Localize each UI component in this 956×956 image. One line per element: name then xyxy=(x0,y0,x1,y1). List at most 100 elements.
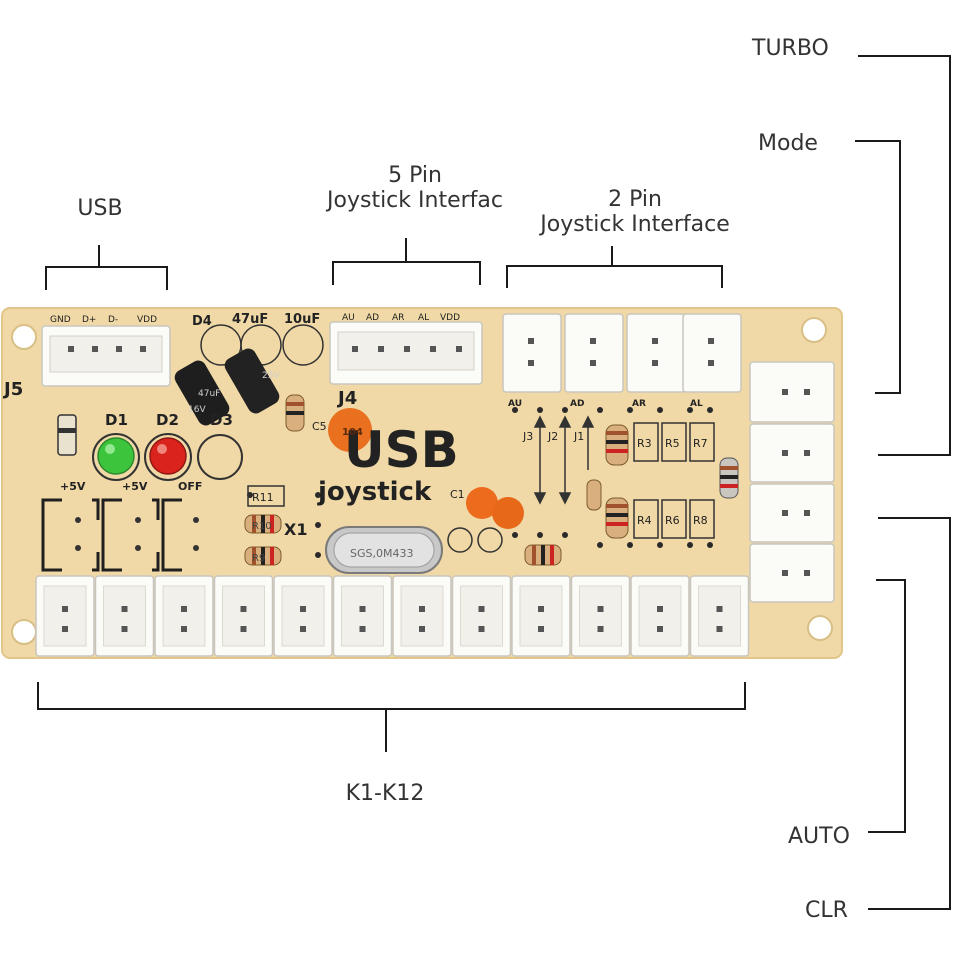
key-connector-pin xyxy=(538,626,544,632)
five-pin-callout: 5 Pin Joystick Interfac xyxy=(300,163,530,214)
key-connector-housing xyxy=(222,585,265,647)
key-connector-pin xyxy=(419,606,425,612)
callout-lines xyxy=(37,55,951,910)
jumper-arrows xyxy=(533,415,595,505)
joy-pin-label: AR xyxy=(392,313,404,323)
jumper-label: J1 xyxy=(573,430,584,443)
key-connector-pin xyxy=(419,626,425,632)
key-connector-pin xyxy=(181,606,187,612)
resistor-label: R8 xyxy=(693,514,708,527)
diode-label: D4 xyxy=(192,314,212,329)
resistor-label: R10 xyxy=(252,521,272,532)
switch-label: OFF xyxy=(178,480,202,493)
two-pin-callout-line1: 2 Pin xyxy=(608,187,662,212)
key-connector-housing xyxy=(698,585,741,647)
two-pin-callout: 2 Pin Joystick Interface xyxy=(530,187,740,238)
diode-small xyxy=(57,414,77,456)
key-connector-housing xyxy=(400,585,444,647)
joy-pin-label: AD xyxy=(366,313,379,323)
dir-label: AD xyxy=(570,399,584,409)
resistor-label: R11 xyxy=(252,491,274,504)
key-connector-pin xyxy=(716,606,723,612)
key-connector-housing xyxy=(638,585,682,647)
clr-callout: CLR xyxy=(805,898,848,923)
resistor-label: R4 xyxy=(637,514,652,527)
led-red xyxy=(149,437,187,475)
five-pin-connector xyxy=(329,321,483,385)
clr-line xyxy=(868,517,951,910)
keys-bracket xyxy=(37,682,746,752)
key-connector-housing xyxy=(341,585,384,647)
switch-pins xyxy=(75,517,199,551)
board-title: USB xyxy=(344,421,459,479)
diode-label: D2 xyxy=(156,411,179,429)
resistor-label: R6 xyxy=(665,514,680,527)
c5-label: C5 xyxy=(312,420,327,433)
resistor-outlines xyxy=(247,422,715,539)
key-connector-pin xyxy=(300,606,306,612)
key-connector-pin xyxy=(597,606,604,612)
via-dots xyxy=(247,407,713,558)
mounting-hole xyxy=(807,615,833,641)
turbo-line xyxy=(858,55,951,456)
key-connector-pin xyxy=(657,606,663,612)
x1-label: X1 xyxy=(284,520,307,539)
resistor-label: R7 xyxy=(693,437,708,450)
cap-sleeve-text: 16V xyxy=(188,405,206,415)
auto-line xyxy=(868,579,906,833)
cap-sleeve-text: 25V xyxy=(262,371,280,381)
cap-label: 10uF xyxy=(284,312,320,327)
key-connectors xyxy=(35,575,750,657)
key-connector-pin xyxy=(597,626,604,632)
dir-label: AU xyxy=(508,399,522,409)
five-pin-callout-line1: 5 Pin xyxy=(388,163,442,188)
usb-connector xyxy=(41,325,171,387)
joy-pin-label: AU xyxy=(342,313,355,323)
usb-bracket xyxy=(45,245,168,290)
key-connector-housing xyxy=(519,585,563,647)
two-pin-bracket xyxy=(506,246,723,288)
diode-label: D3 xyxy=(210,411,233,429)
ceramic-capacitors xyxy=(328,408,524,553)
key-connector-housing xyxy=(162,585,206,647)
mounting-hole xyxy=(11,324,37,350)
key-connector-housing xyxy=(281,585,325,647)
jumper-label: J2 xyxy=(547,430,558,443)
key-connector-housing xyxy=(460,585,503,647)
two-pin-connectors xyxy=(502,313,742,393)
usb-pin-label: GND xyxy=(50,315,71,325)
usb-pin-label: D- xyxy=(108,315,118,325)
cap-code: 104 xyxy=(342,427,363,438)
cap-label: 47uF xyxy=(232,312,268,327)
key-connector-housing xyxy=(579,585,622,647)
key-connector-pin xyxy=(240,606,247,612)
usb-pin-label: VDD xyxy=(137,315,157,325)
leds xyxy=(92,433,243,481)
switch-label: +5V xyxy=(122,480,148,493)
five-pin-bracket xyxy=(332,238,481,285)
key-connector-housing xyxy=(43,585,87,647)
key-connector-pin xyxy=(716,626,723,632)
dir-label: AL xyxy=(690,399,703,409)
led-green xyxy=(97,437,135,475)
key-connector-pin xyxy=(478,606,485,612)
led-empty xyxy=(197,434,243,480)
diode-label: D1 xyxy=(105,411,128,429)
resistors xyxy=(244,394,739,566)
switch-outlines xyxy=(41,498,182,572)
header-j4: J4 xyxy=(336,388,357,409)
key-connector-pin xyxy=(240,626,247,632)
right-connectors xyxy=(749,361,835,603)
usb-callout: USB xyxy=(77,196,123,221)
header-j5: J5 xyxy=(2,379,23,400)
dir-label: AR xyxy=(632,399,646,409)
two-pin-callout-line2: Joystick Interface xyxy=(540,212,730,238)
mounting-hole xyxy=(801,317,827,343)
c1-label: C1 xyxy=(450,488,465,501)
jumper-label: J3 xyxy=(522,430,533,443)
key-connector-pin xyxy=(121,626,128,632)
joy-pin-label: AL xyxy=(418,313,429,323)
resistor-label: R3 xyxy=(637,437,652,450)
keys-callout: K1-K12 xyxy=(345,781,425,806)
